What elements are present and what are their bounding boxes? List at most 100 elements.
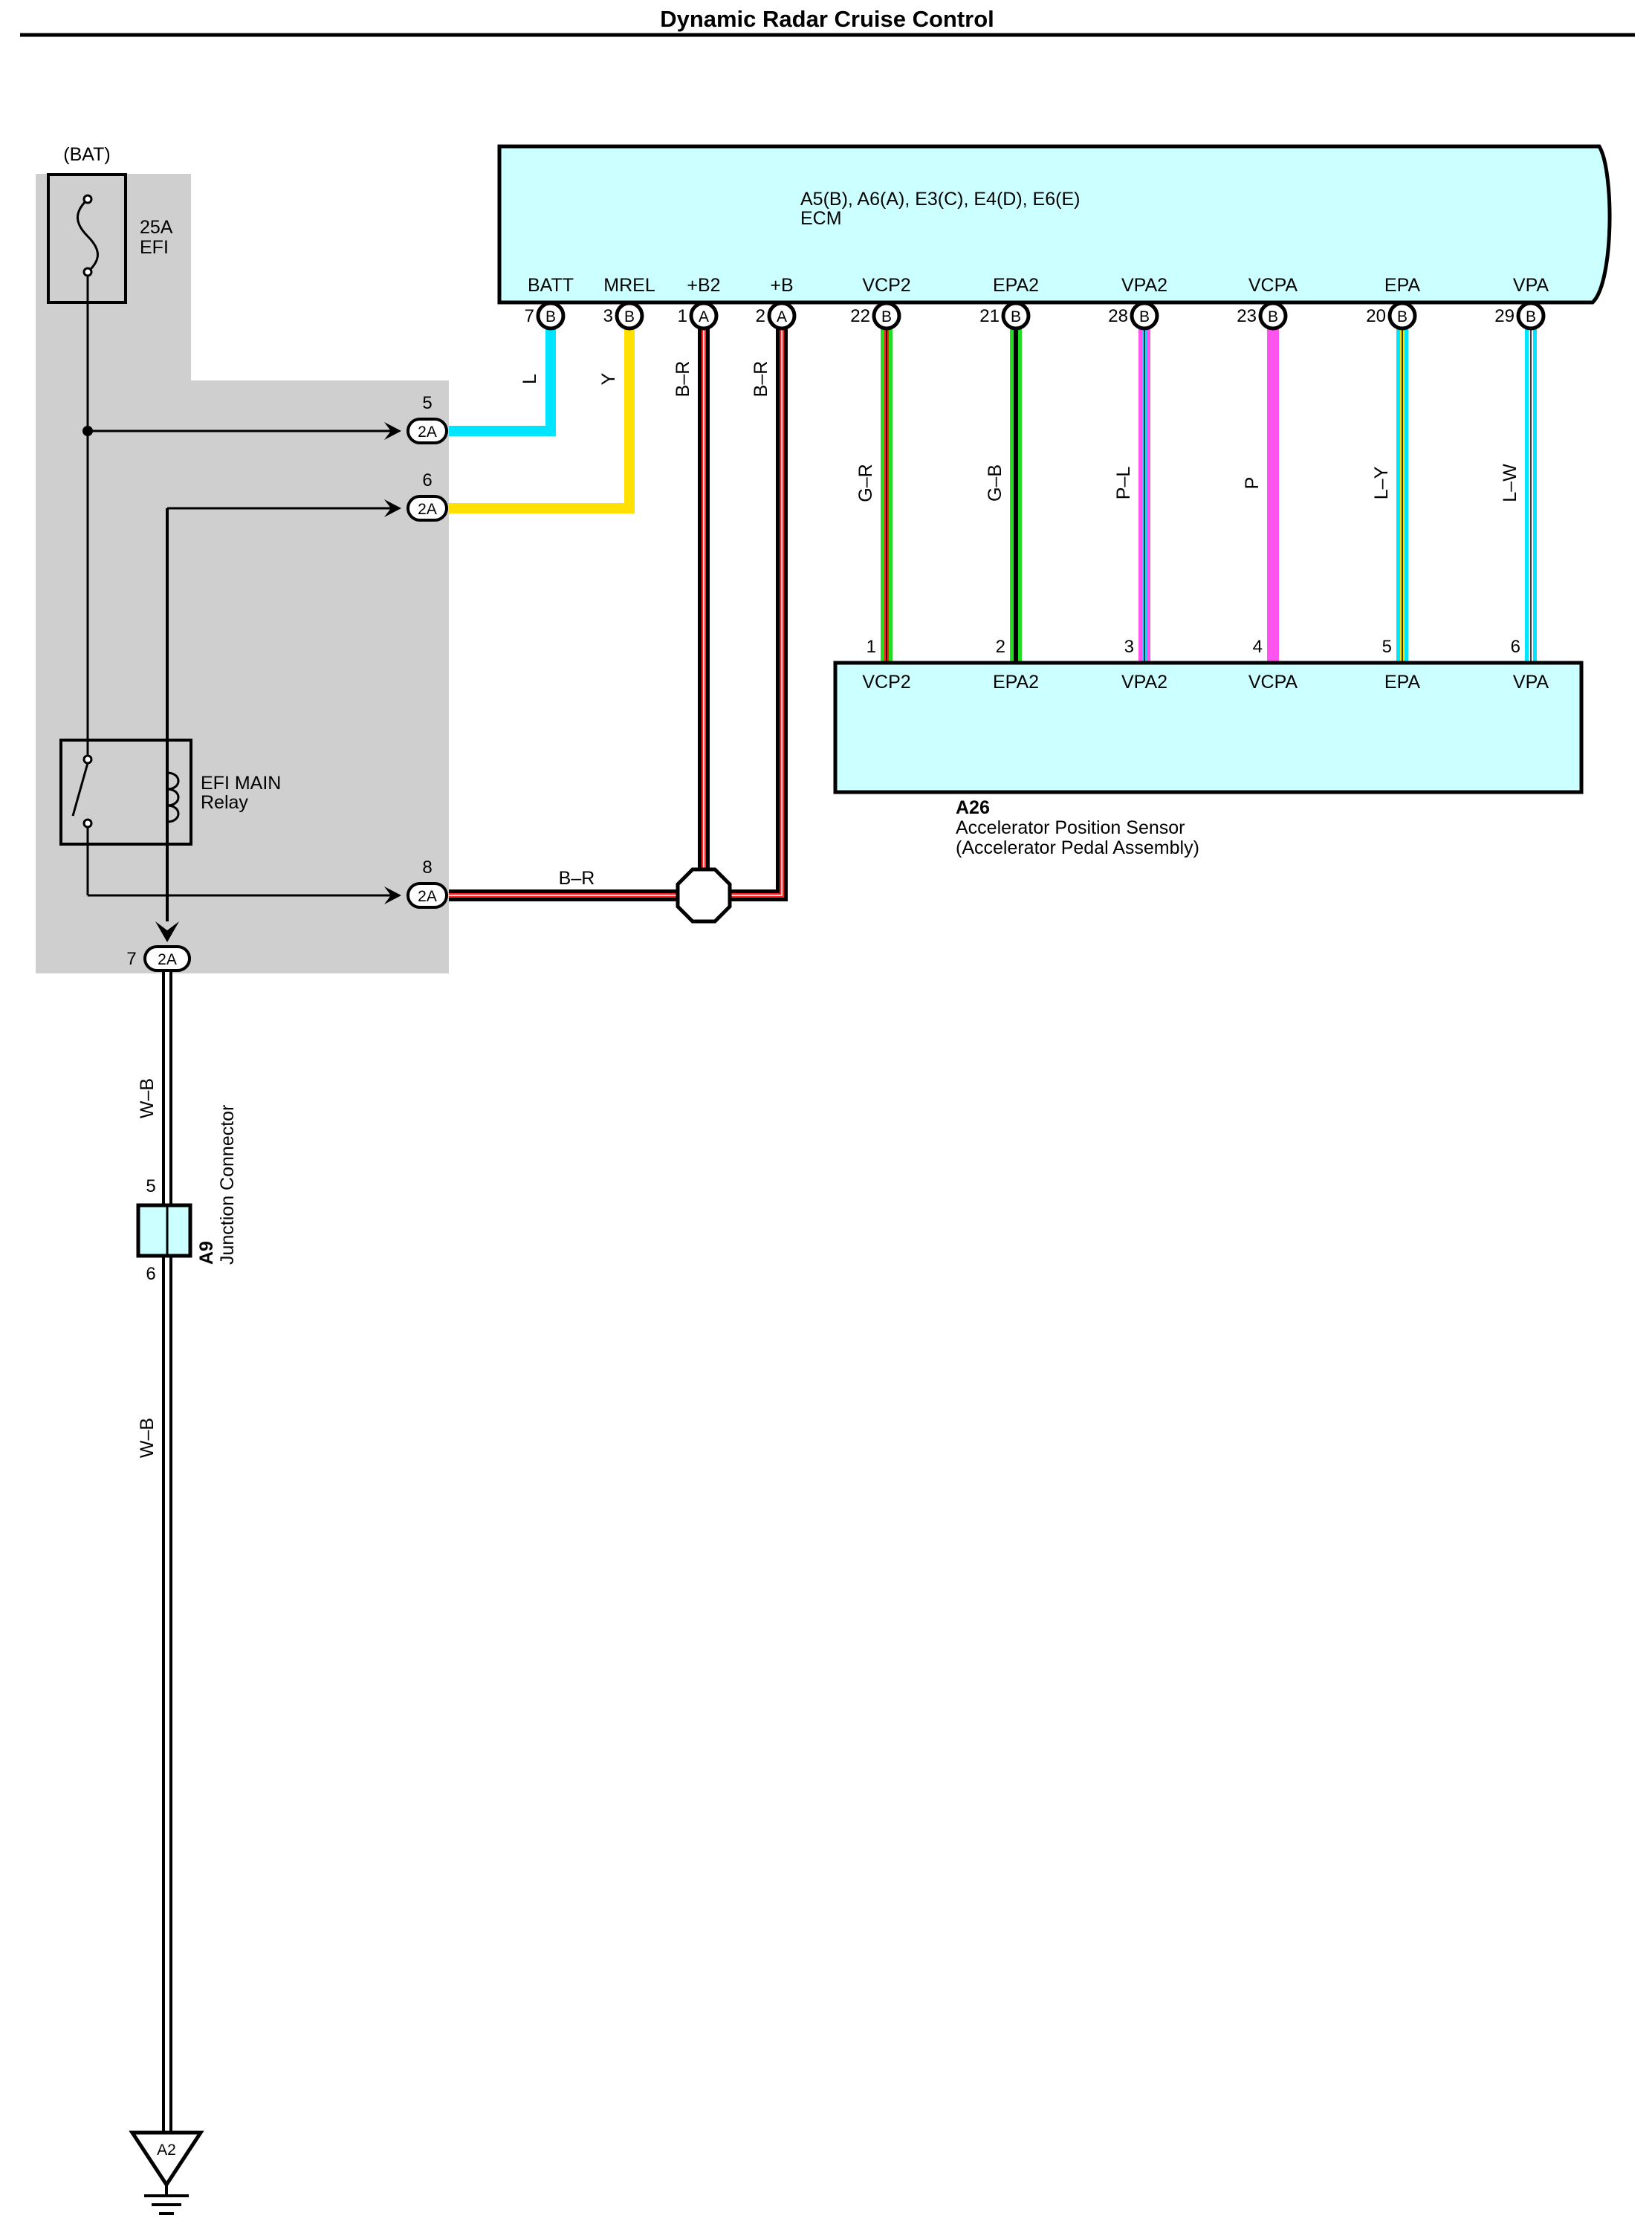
svg-text:BATT: BATT: [528, 275, 574, 296]
ecm-box: [497, 144, 1612, 305]
ecm-pin-mrel: MREL B3Y: [598, 275, 655, 385]
sensor-name: Accelerator Position Sensor: [956, 817, 1185, 838]
svg-text:3: 3: [1124, 637, 1134, 657]
fuse-icon: [77, 198, 99, 273]
svg-text:23: 23: [1237, 306, 1257, 326]
svg-text:B: B: [1526, 308, 1536, 325]
junction-pin-bottom: 6: [146, 1264, 155, 1284]
svg-text:EPA2: EPA2: [993, 275, 1039, 296]
svg-text:6: 6: [1511, 637, 1520, 657]
svg-text:B: B: [881, 308, 892, 325]
power-panel: [36, 174, 449, 973]
svg-text:6: 6: [422, 470, 432, 490]
ground-icon: [144, 2185, 189, 2215]
svg-text:2: 2: [756, 306, 765, 326]
bat-label: (BAT): [63, 144, 110, 165]
svg-text:1: 1: [867, 637, 876, 657]
svg-text:VPA: VPA: [1513, 672, 1549, 693]
wire-b: [730, 321, 788, 901]
svg-text:L: L: [519, 374, 540, 384]
svg-text:VPA2: VPA2: [1121, 275, 1167, 296]
svg-text:L–W: L–W: [1500, 464, 1520, 502]
svg-text:P: P: [1242, 477, 1263, 490]
svg-text:VCP2: VCP2: [862, 275, 910, 296]
svg-text:MREL: MREL: [603, 275, 655, 296]
junction-pin-top: 5: [146, 1176, 155, 1196]
svg-text:B: B: [1268, 308, 1278, 325]
sensor-code: A26: [956, 797, 990, 818]
svg-text:B–R: B–R: [751, 361, 771, 398]
svg-text:A: A: [699, 308, 709, 325]
relay-label-2: Relay: [201, 792, 248, 813]
svg-text:2: 2: [996, 637, 1005, 657]
svg-text:VCP2: VCP2: [862, 672, 910, 693]
ecm-pin-batt: BATT B7L: [519, 275, 574, 384]
svg-text:B: B: [1011, 308, 1021, 325]
ecm-codes: A5(B), A6(A), E3(C), E4(D), E6(E): [800, 189, 1080, 210]
relay-label-1: EFI MAIN: [201, 773, 281, 794]
svg-text:5: 5: [1382, 637, 1392, 657]
ground-point: [129, 2130, 204, 2188]
connector-2a-6: 2A 6: [406, 470, 448, 522]
ecm-name: ECM: [800, 208, 842, 229]
svg-text:G–B: G–B: [985, 464, 1005, 502]
junction-name: Junction Connector: [217, 1105, 238, 1265]
svg-text:3: 3: [603, 306, 613, 326]
svg-text:A: A: [777, 308, 787, 325]
svg-text:29: 29: [1494, 306, 1515, 326]
ground-arrow-icon: [155, 921, 179, 942]
svg-text:22: 22: [850, 306, 870, 326]
svg-text:7: 7: [525, 306, 534, 326]
splice-junction: [676, 867, 732, 924]
svg-text:B: B: [624, 308, 635, 325]
relay-coil-icon: [166, 771, 180, 823]
ecm-pin-vpa: VPA B 29L–W: [1494, 275, 1549, 502]
svg-text:1: 1: [678, 306, 687, 326]
junction-code: A9: [196, 1241, 217, 1265]
svg-text:21: 21: [979, 306, 1000, 326]
svg-text:EPA: EPA: [1384, 275, 1420, 296]
svg-text:B: B: [1139, 308, 1150, 325]
svg-text:2A: 2A: [158, 951, 177, 968]
svg-text:B: B: [1397, 308, 1408, 325]
sensor-box: [833, 661, 1584, 794]
svg-text:2A: 2A: [418, 888, 437, 905]
connector-2a-8: 2A 8: [406, 858, 448, 909]
wb-label-bottom: W–B: [137, 1418, 158, 1458]
svg-text:G–R: G–R: [855, 464, 876, 502]
svg-text:B: B: [545, 308, 556, 325]
svg-text:EPA: EPA: [1384, 672, 1420, 693]
svg-text:+B2: +B2: [687, 275, 720, 296]
efi-main-relay: [59, 739, 192, 846]
svg-text:7: 7: [126, 949, 136, 969]
connector-2a-7: 2A 7: [126, 945, 191, 972]
svg-text:Y: Y: [598, 372, 619, 385]
svg-text:2A: 2A: [418, 501, 437, 518]
svg-text:VPA: VPA: [1513, 275, 1549, 296]
svg-text:28: 28: [1108, 306, 1128, 326]
svg-text:VCPA: VCPA: [1248, 672, 1298, 693]
diagram-title: Dynamic Radar Cruise Control: [660, 6, 994, 32]
br-wire-label: B–R: [559, 868, 595, 889]
connector-2a-5: 2A 5: [406, 393, 448, 444]
ecm-pins: BATTB7LMRELB3Y+B2A1B–R+BA2B–RVCP2B22G–RE…: [519, 275, 1549, 502]
svg-text:EPA2: EPA2: [993, 672, 1039, 693]
fuse-amp: 25A: [140, 217, 173, 238]
svg-text:4: 4: [1253, 637, 1263, 657]
fuse-name: EFI: [140, 237, 169, 258]
junction-connector: [136, 1203, 192, 1258]
svg-text:8: 8: [422, 858, 432, 878]
